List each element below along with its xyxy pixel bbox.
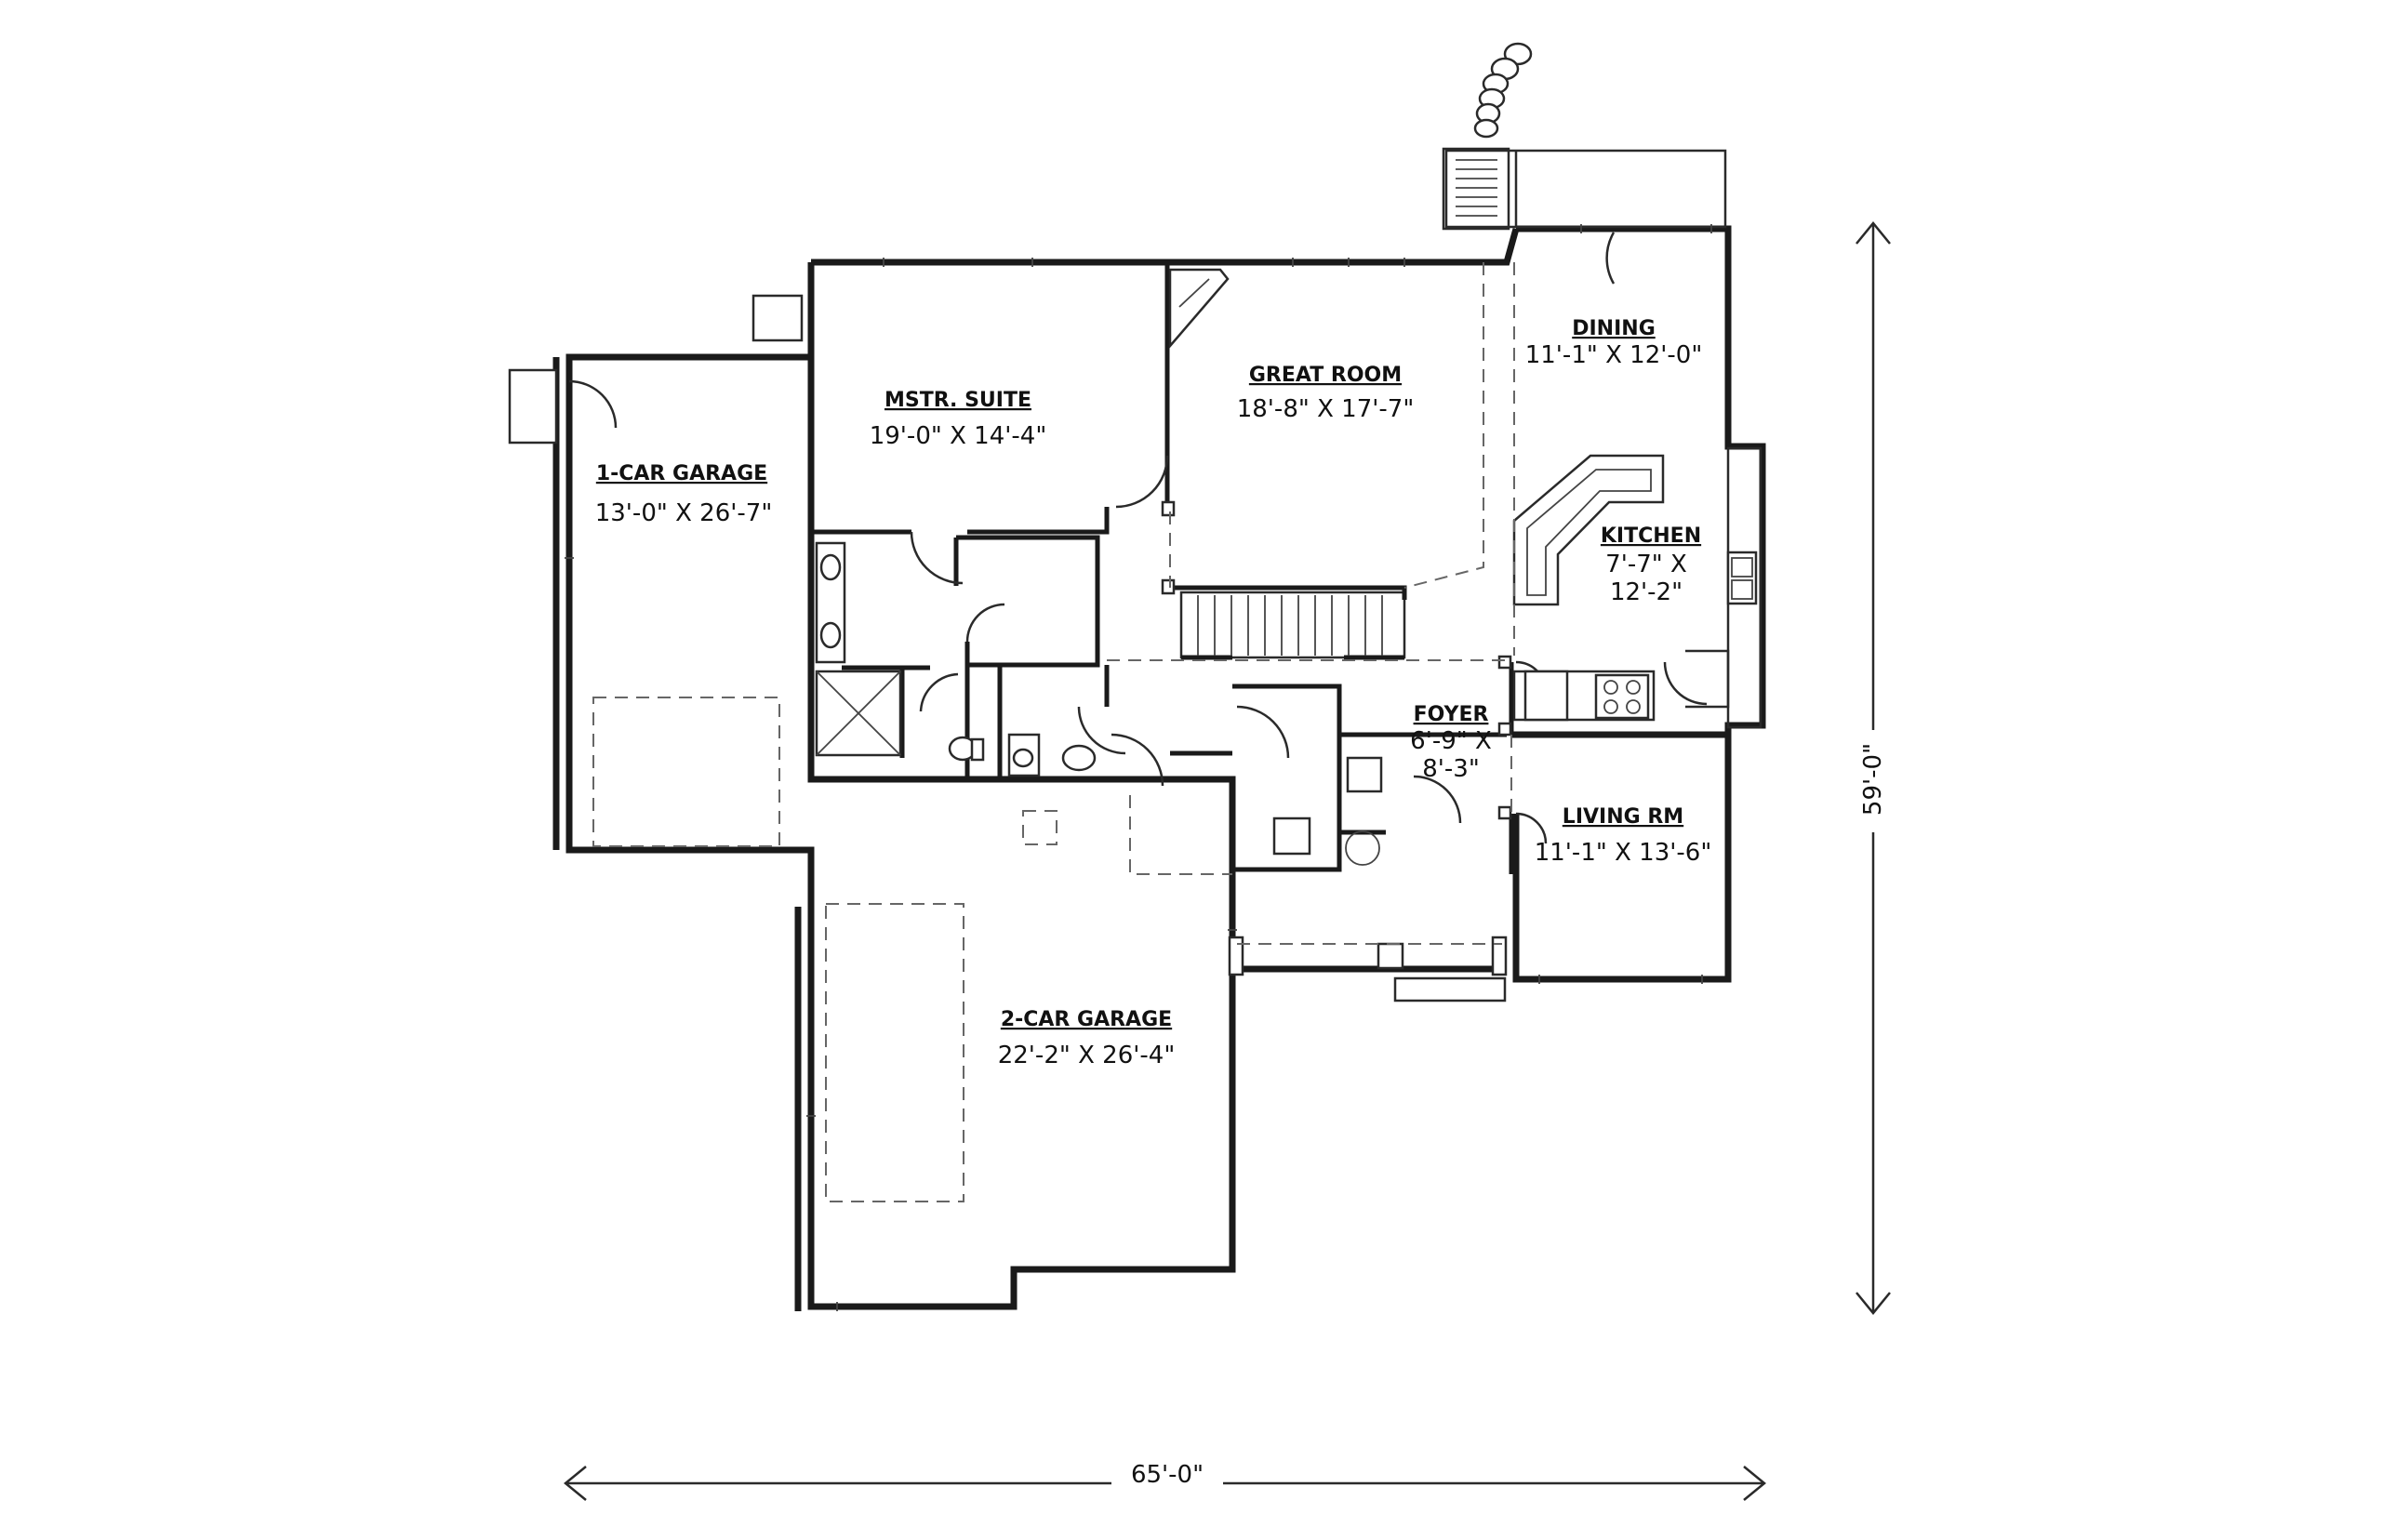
- kitchen-counters: [1512, 446, 1762, 729]
- overall-depth-dimension: 59'-0": [1856, 221, 1891, 1315]
- room-dims-one-car-garage: 13'-0" X 26'-7": [595, 499, 773, 527]
- room-name-mstr-suite: MSTR. SUITE: [885, 389, 1031, 412]
- room-dims-foyer-2: 8'-3": [1422, 755, 1480, 783]
- fireplace: [1168, 268, 1230, 350]
- room-labels: MSTR. SUITE 19'-0" X 14'-4" GREAT ROOM 1…: [595, 317, 1712, 1069]
- room-dims-mstr-suite: 19'-0" X 14'-4": [870, 422, 1047, 450]
- stair-treads: [1197, 595, 1383, 656]
- overall-width-label: 65'-0": [1131, 1461, 1204, 1489]
- room-name-two-car-garage: 2-CAR GARAGE: [1001, 1008, 1172, 1031]
- room-name-kitchen: KITCHEN: [1601, 524, 1701, 548]
- window-marks: [565, 224, 1712, 1311]
- door-swings: [508, 232, 1708, 844]
- rear-deck: [1442, 147, 1727, 231]
- room-name-dining: DINING: [1572, 317, 1656, 340]
- overall-depth-label: 59'-0": [1859, 743, 1887, 816]
- bath-fixtures: [815, 541, 1383, 866]
- room-name-great-room: GREAT ROOM: [1249, 364, 1402, 387]
- room-dims-kitchen-2: 12'-2": [1610, 578, 1683, 606]
- room-name-living-rm: LIVING RM: [1563, 805, 1683, 829]
- room-name-foyer: FOYER: [1414, 703, 1489, 726]
- room-dims-dining: 11'-1" X 12'-0": [1525, 341, 1703, 369]
- room-dims-foyer: 6'-9" X: [1410, 727, 1492, 755]
- room-dims-great-room: 18'-8" X 17'-7": [1237, 395, 1415, 423]
- mechanical-pad: [752, 294, 804, 342]
- room-dims-living-rm: 11'-1" X 13'-6": [1535, 839, 1712, 867]
- overall-width-dimension: 65'-0": [564, 1461, 1766, 1501]
- dashed-lines: [592, 262, 1515, 1202]
- room-dims-two-car-garage: 22'-2" X 26'-4": [998, 1042, 1176, 1069]
- room-dims-kitchen: 7'-7" X: [1605, 551, 1687, 578]
- porch-posts: [1228, 936, 1508, 1002]
- room-name-one-car-garage: 1-CAR GARAGE: [596, 462, 767, 485]
- interior-walls: [811, 262, 1514, 874]
- stepping-stones: [1473, 42, 1533, 139]
